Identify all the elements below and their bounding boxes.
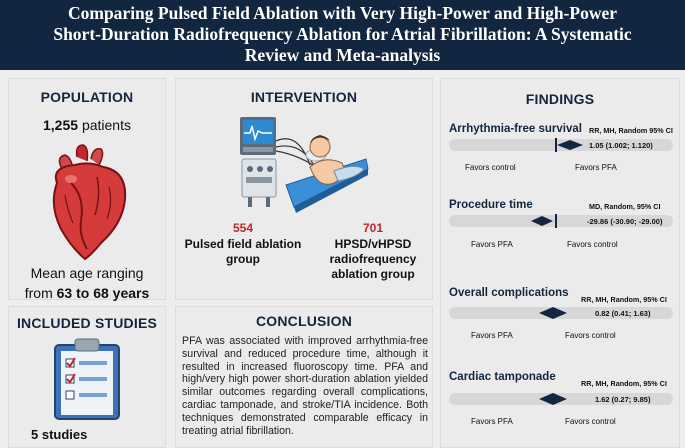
patient-count-number: 1,255 (43, 117, 79, 133)
pfa-group-label: Pulsed field ablation group (180, 237, 306, 267)
effect-diamond (557, 140, 583, 150)
title-line-2: Short-Duration Radiofrequency Ablation f… (53, 24, 632, 44)
null-effect-line (555, 214, 557, 228)
study-count: 5 studies (31, 427, 88, 442)
rf-group-line-1: HPSD/vHPSD (334, 237, 412, 251)
favors-left-label: Favors PFA (471, 331, 513, 340)
age-range: 63 to 68 years (56, 285, 150, 301)
findings-heading: FINDINGS (525, 91, 595, 107)
favors-right-label: Favors control (565, 417, 616, 426)
conclusion-text: PFA was associated with improved arrhyth… (182, 335, 428, 437)
pfa-group-line-2: group (226, 252, 260, 266)
rf-group-line-2: radiofrequency (329, 252, 417, 266)
ablation-procedure-illustration (240, 117, 369, 213)
finding-title: Overall complications (449, 287, 569, 299)
finding-value: 0.82 (0.41; 1.63) (595, 309, 651, 318)
clipboard-checklist-icon (54, 338, 120, 420)
finding-method: RR, MH, Random, 95% CI (581, 379, 667, 388)
finding-title: Procedure time (449, 199, 533, 211)
age-line-2: from 63 to 68 years (9, 283, 165, 303)
favors-right-label: Favors PFA (575, 163, 617, 172)
title-line-1: Comparing Pulsed Field Ablation with Ver… (67, 3, 617, 23)
population-panel: POPULATION 1,255 patients Mean age rangi… (8, 78, 166, 303)
intervention-heading: INTERVENTION (250, 89, 358, 105)
null-effect-line (555, 138, 557, 152)
favors-left-label: Favors PFA (471, 240, 513, 249)
finding-title: Arrhythmia-free survival (449, 123, 582, 135)
conclusion-heading: CONCLUSION (255, 313, 353, 329)
finding-method: MD, Random, 95% CI (589, 202, 661, 211)
age-range-text: Mean age ranging from 63 to 68 years (9, 263, 165, 303)
studies-heading: INCLUDED STUDIES (16, 315, 158, 331)
finding-value: 1.05 (1.002; 1.120) (589, 141, 653, 150)
finding-method: RR, MH, Random 95% CI (589, 126, 673, 135)
finding-cardiac-tamponade: Cardiac tamponade RR, MH, Random, 95% CI… (441, 371, 681, 441)
finding-title: Cardiac tamponade (449, 371, 556, 383)
finding-overall-complications: Overall complications RR, MH, Random, 95… (441, 287, 681, 357)
conclusion-panel: CONCLUSION PFA was associated with impro… (175, 306, 433, 448)
effect-diamond (539, 393, 567, 405)
rf-group-line-3: ablation group (331, 267, 415, 281)
age-prefix: from (24, 285, 53, 301)
pfa-group-count: 554 (232, 221, 254, 235)
pfa-group-line-1: Pulsed field ablation (184, 237, 302, 251)
population-heading: POPULATION (40, 89, 134, 105)
patient-count: 1,255 patients (9, 117, 165, 133)
heart-icon (52, 144, 127, 261)
patient-count-suffix: patients (81, 117, 131, 133)
rf-group-count: 701 (362, 221, 384, 235)
finding-value: 1.62 (0.27; 9.85) (595, 395, 651, 404)
finding-procedure-time: Procedure time MD, Random, 95% CI -29.86… (441, 199, 681, 269)
intervention-panel: INTERVENTION 554 Pulsed field ablation g… (175, 78, 433, 300)
finding-method: RR, MH, Random, 95% CI (581, 295, 667, 304)
included-studies-panel: INCLUDED STUDIES 5 studies (8, 306, 166, 448)
favors-right-label: Favors control (565, 331, 616, 340)
title-banner: Comparing Pulsed Field Ablation with Ver… (0, 0, 685, 70)
effect-diamond (539, 307, 567, 319)
finding-value: -29.86 (-30.90; -29.00) (587, 217, 663, 226)
findings-panel: FINDINGS Arrhythmia-free survival RR, MH… (440, 78, 680, 448)
finding-arrhythmia-free-survival: Arrhythmia-free survival RR, MH, Random … (441, 123, 681, 193)
favors-right-label: Favors control (567, 240, 618, 249)
effect-diamond (531, 216, 553, 226)
favors-left-label: Favors control (465, 163, 516, 172)
favors-left-label: Favors PFA (471, 417, 513, 426)
rf-group-label: HPSD/vHPSD radiofrequency ablation group (316, 237, 430, 282)
title-line-3: Review and Meta-analysis (244, 45, 441, 65)
age-line-1: Mean age ranging (30, 265, 144, 281)
forest-bar (449, 215, 673, 227)
